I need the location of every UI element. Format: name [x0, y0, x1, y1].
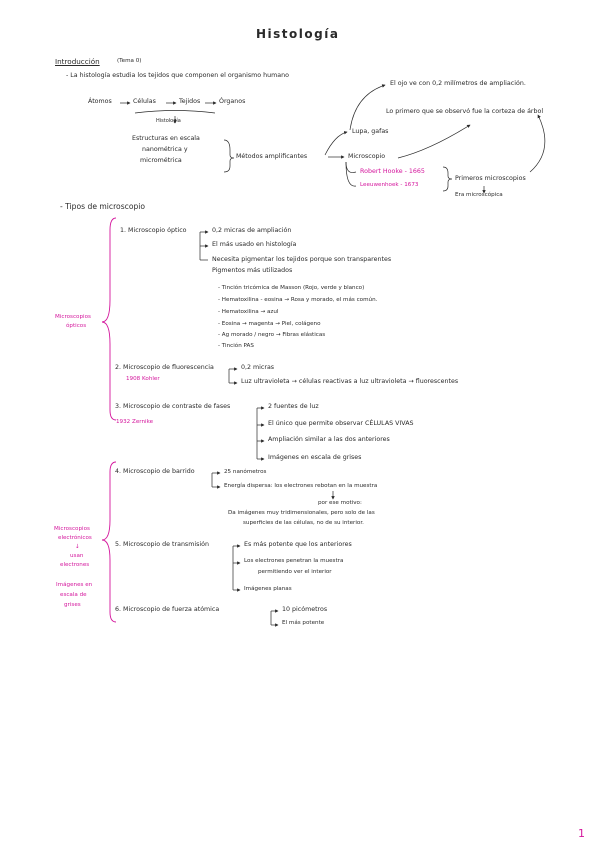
- tipos-heading: - Tipos de microscopio: [60, 202, 146, 211]
- m2-author: 1908 Kohler: [126, 376, 160, 382]
- m3-item-3: Ampliación similar a las dos anteriores: [268, 436, 390, 443]
- m1-item-2: El más usado en histología: [212, 241, 297, 248]
- lupa-gafas: Lupa, gafas: [352, 128, 389, 135]
- m6-item-2: El más potente: [282, 620, 325, 626]
- m6-item-1: 10 picómetros: [282, 606, 328, 613]
- pigmento-2: - Hematoxilina - eosina → Rosa y morado,…: [218, 297, 378, 303]
- electronicos-label-2: electrónicos: [58, 535, 92, 541]
- m4-detail-1: Da imágenes muy tridimensionales, pero s…: [228, 510, 375, 516]
- m4-title: 4. Microscopio de barrido: [115, 468, 195, 475]
- m6-title: 6. Microscopio de fuerza atómica: [115, 606, 220, 613]
- m5-title: 5. Microscopio de transmisión: [115, 541, 209, 548]
- ojo-note: El ojo ve con 0,2 milímetros de ampliaci…: [390, 80, 526, 87]
- page-number: 1: [578, 827, 585, 840]
- m4-detail-2: superficies de las células, no de su int…: [243, 520, 364, 526]
- electronicos-label-imagenes: Imágenes en: [56, 582, 93, 588]
- pigmento-5: - Ag morado / negro → Fibras elásticas: [218, 332, 326, 338]
- m4-item-1: 25 nanómetros: [224, 469, 267, 475]
- m2-title: 2. Microscopio de fluorescencia: [115, 364, 214, 371]
- page-title: Histología: [256, 27, 340, 41]
- m1-pigmentos-title: Pigmentos más utilizados: [212, 267, 293, 274]
- microscopio-label: Microscopio: [348, 153, 386, 160]
- intro-heading: Introducción: [55, 57, 100, 66]
- m3-item-1: 2 fuentes de luz: [268, 403, 319, 410]
- m2-item-2: Luz ultravioleta → células reactivas a l…: [241, 378, 459, 385]
- m1-item-1: 0,2 micras de ampliación: [212, 227, 292, 234]
- m5-item-3: Imágenes planas: [244, 586, 292, 592]
- m5-item-2: Los electrones penetran la muestra: [244, 558, 344, 564]
- m3-title: 3. Microscopio de contraste de fases: [115, 403, 231, 410]
- chain-tejidos: Tejidos: [179, 98, 201, 105]
- m2-item-1: 0,2 micras: [241, 364, 275, 371]
- leeuwenhoek: Leeuwenhoek - 1673: [360, 182, 419, 188]
- pigmento-4: - Eosina → magenta → Piel, colágeno: [218, 321, 321, 327]
- intro-tema: (Tema 0): [117, 58, 142, 64]
- chain-celulas: Células: [133, 98, 156, 105]
- m3-item-2: El único que permite observar CÉLULAS VI…: [268, 420, 414, 427]
- chain-atomos: Átomos: [88, 98, 112, 105]
- m4-motivo: por ese motivo:: [318, 500, 362, 506]
- primeros-microscopios: Primeros microscopios: [455, 175, 526, 182]
- chain-histologia: Histología: [156, 118, 181, 124]
- m1-item-3: Necesita pigmentar los tejidos porque so…: [212, 256, 392, 263]
- robert-hooke: Robert Hooke - 1665: [360, 168, 425, 175]
- electronicos-label-1: Microscopios: [54, 526, 90, 532]
- pigmento-3: - Hematoxilina → azul: [218, 309, 279, 315]
- electronicos-label-escala: escala de: [60, 592, 87, 598]
- m4-item-2: Energía dispersa: los electrones rebotan…: [224, 483, 378, 489]
- opticos-label-2: ópticos: [66, 323, 87, 329]
- electronicos-arrow: ↓: [75, 544, 80, 550]
- m3-author: 1932 Zernike: [116, 419, 154, 425]
- estructuras-line-2: nanométrica y: [142, 146, 188, 153]
- metodos-amplificantes: Métodos amplificantes: [236, 153, 308, 160]
- corteza-note: Lo primero que se observó fue la corteza…: [386, 108, 544, 115]
- intro-definition: - La histología estudia los tejidos que …: [66, 72, 289, 79]
- m1-title: 1. Microscopio óptico: [120, 227, 187, 234]
- pigmento-6: - Tinción PAS: [218, 343, 254, 349]
- m3-item-4: Imágenes en escala de grises: [268, 454, 362, 461]
- electronicos-label-usan: usan: [70, 553, 84, 559]
- estructuras-line-1: Estructuras en escala: [132, 135, 200, 142]
- estructuras-line-3: micrométrica: [140, 157, 182, 164]
- pigmento-1: - Tinción tricómica de Masson (Rojo, ver…: [218, 285, 365, 291]
- opticos-label-1: Microscopios: [55, 314, 91, 320]
- electronicos-label-grises: grises: [64, 602, 81, 608]
- m5-item-2b: permitiendo ver el interior: [258, 569, 332, 575]
- m5-item-1: Es más potente que los anteriores: [244, 541, 352, 548]
- electronicos-label-electrones: electrones: [60, 562, 90, 568]
- era-microscopica: Era microscópica: [455, 192, 503, 198]
- chain-organos: Órganos: [219, 98, 246, 105]
